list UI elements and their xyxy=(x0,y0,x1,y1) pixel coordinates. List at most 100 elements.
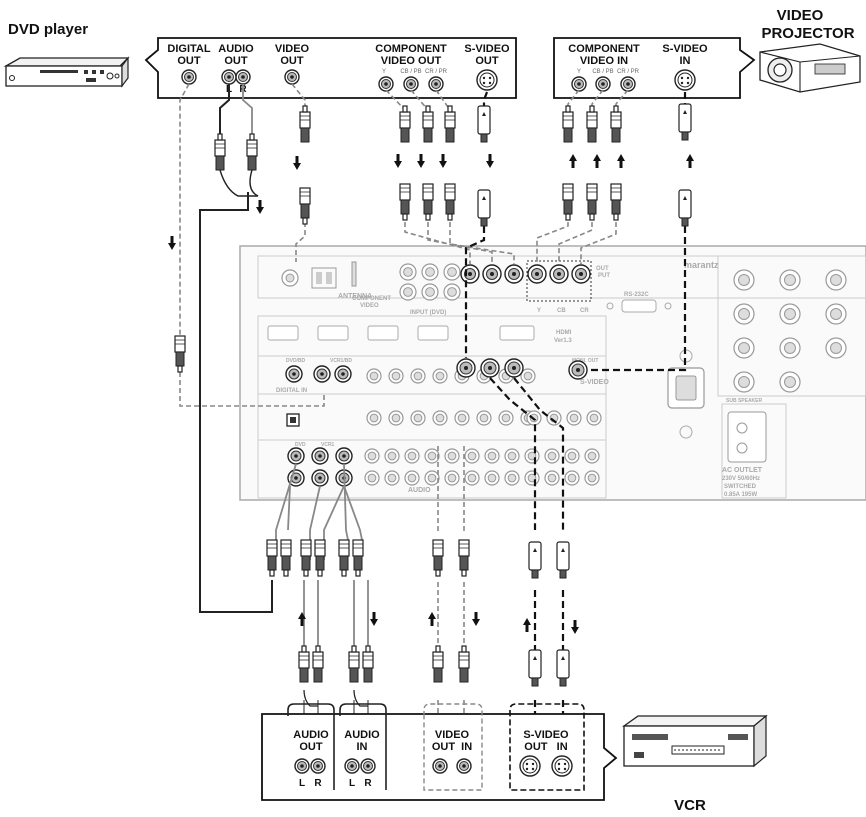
receiver-jack xyxy=(364,470,380,486)
antenna-label: ANTENNA xyxy=(338,293,372,300)
receiver-jack xyxy=(564,448,580,464)
receiver-jack xyxy=(564,470,580,486)
receiver-jack xyxy=(476,410,492,426)
vcr-video-label-2: OUT IN xyxy=(432,741,472,753)
receiver-jack xyxy=(566,410,582,426)
arrow-up-icon xyxy=(569,154,577,168)
receiver-jack xyxy=(444,470,460,486)
receiver-jack xyxy=(384,470,400,486)
receiver-jack xyxy=(733,337,755,359)
receiver-jack xyxy=(443,283,461,301)
rca-plug xyxy=(562,183,574,221)
receiver-jack xyxy=(454,410,470,426)
rca-plug xyxy=(298,645,310,683)
receiver-jack xyxy=(484,470,500,486)
receiver-jack xyxy=(544,470,560,486)
receiver-background-jacks xyxy=(364,263,847,486)
sub-speaker-label: SUB SPEAKER xyxy=(726,398,763,404)
monitor-out-label: MONI. OUT xyxy=(572,358,598,364)
arrow-down-icon xyxy=(370,612,378,626)
svideo-plug xyxy=(678,103,692,141)
vcr-audio-jacks xyxy=(294,758,376,774)
vcr-audio-out-r: R xyxy=(314,778,322,789)
rca-plug xyxy=(314,539,326,577)
receiver-jack xyxy=(779,303,801,325)
dvd-video-out-jack xyxy=(284,69,300,85)
dvd-audio-receiver-cable xyxy=(275,463,297,540)
component-cb-label: CB / PB xyxy=(400,69,421,75)
rca-plug xyxy=(399,183,411,221)
rca-plug xyxy=(458,645,470,683)
rca-plug xyxy=(352,539,364,577)
rca-plug xyxy=(312,645,324,683)
rca-plug xyxy=(174,335,186,373)
arrow-up-icon xyxy=(523,618,531,632)
receiver-jack xyxy=(779,337,801,359)
rca-plug xyxy=(299,105,311,143)
svideo-section-label: S-VIDEO xyxy=(580,379,609,386)
svideo-out-label: S-VIDEO xyxy=(464,43,510,55)
svideo-plug xyxy=(528,541,542,579)
rca-plug xyxy=(266,539,278,577)
receiver-component-out-jacks xyxy=(460,260,592,302)
arrow-down-icon xyxy=(256,200,264,214)
receiver-jack xyxy=(498,410,514,426)
receiver-jack xyxy=(825,269,847,291)
vcr-audio-out-l: L xyxy=(299,778,305,789)
receiver-jack xyxy=(779,371,801,393)
hdmi-label: HDMI xyxy=(556,330,572,336)
receiver-jack xyxy=(524,470,540,486)
projector-label-line2: PROJECTOR xyxy=(761,25,854,42)
rca-plug xyxy=(562,105,574,143)
vcr-video-label: VIDEO xyxy=(435,729,470,741)
rca-plug xyxy=(299,187,311,225)
hdmi-ver-label: Ver1.3 xyxy=(554,338,572,344)
video-out-label: VIDEO xyxy=(275,43,310,55)
input-dvd-label: INPUT (DVD) xyxy=(410,310,446,316)
receiver-jack xyxy=(733,371,755,393)
rca-plug xyxy=(399,105,411,143)
arrow-up-icon xyxy=(686,154,694,168)
projector-label-line1: VIDEO xyxy=(777,7,824,24)
out-put-label-2: PUT xyxy=(598,273,610,279)
rca-plug xyxy=(422,105,434,143)
vcr-label: VCR xyxy=(674,797,706,814)
arrow-down-icon xyxy=(394,154,402,168)
rca-plug xyxy=(444,183,456,221)
arrow-up-icon xyxy=(298,612,306,626)
audio-section-label: AUDIO xyxy=(408,487,431,494)
vcr-svideo-label: S-VIDEO xyxy=(523,729,569,741)
vcr-audio-in-label-2: IN xyxy=(357,741,368,753)
receiver-jack xyxy=(399,263,417,281)
component-in-label-2: VIDEO IN xyxy=(580,55,628,67)
digital-out-label-2: OUT xyxy=(177,55,201,67)
receiver-digital-in-jacks xyxy=(285,365,352,427)
receiver-jack xyxy=(421,283,439,301)
arrow-down-icon xyxy=(417,154,425,168)
arrow-up-icon xyxy=(428,612,436,626)
arrow-down-icon xyxy=(472,612,480,626)
rca-plug xyxy=(362,645,374,683)
vcr-connection-panel xyxy=(261,703,618,801)
video-projector-icon xyxy=(759,43,861,93)
audio-out-label: AUDIO xyxy=(218,43,254,55)
receiver-jack xyxy=(779,269,801,291)
receiver-jack xyxy=(586,410,602,426)
arrow-up-icon xyxy=(617,154,625,168)
receiver-jack xyxy=(404,470,420,486)
video-out-label-2: OUT xyxy=(280,55,304,67)
ac-outlet-label-4: 0.85A 195W xyxy=(724,492,757,498)
svideo-plug xyxy=(556,541,570,579)
arrow-down-icon xyxy=(486,154,494,168)
receiver-jack xyxy=(366,368,382,384)
ac-outlet-label: AC OUTLET xyxy=(722,467,763,474)
ac-outlet-label-2: 230V 50/60Hz xyxy=(722,476,760,482)
cable-plugs xyxy=(174,103,692,707)
receiver-jack xyxy=(733,269,755,291)
vcr-svideo-jacks xyxy=(519,755,573,777)
proj-cr-label: CR / PR xyxy=(617,69,640,75)
rca-plug xyxy=(444,105,456,143)
vcr-audio-in-r: R xyxy=(364,778,372,789)
receiver-jack xyxy=(464,470,480,486)
dvd-bd-label: DVD/BD xyxy=(286,358,306,364)
